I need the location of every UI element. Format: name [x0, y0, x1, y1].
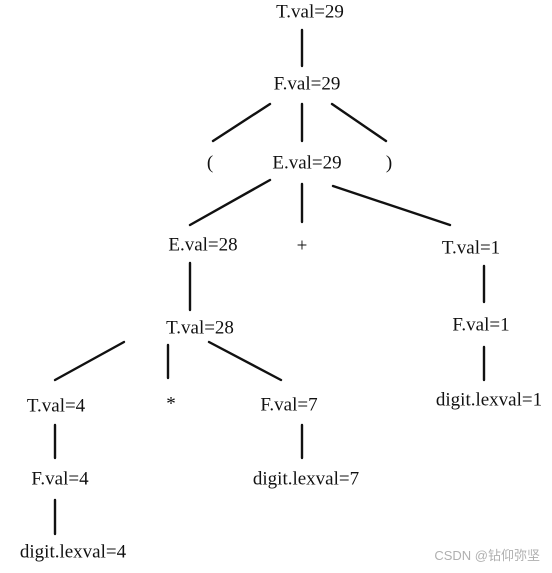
node-f-seven: F.val=7	[260, 394, 318, 416]
node-t-mid: T.val=28	[166, 317, 234, 339]
node-digit-four: digit.lexval=4	[19, 541, 127, 563]
node-plus: +	[296, 235, 308, 257]
edge-e-mid-to-e-left	[188, 178, 272, 227]
node-e-left: E.val=28	[168, 234, 238, 256]
edge-f-root-to-rparen	[330, 102, 388, 143]
edge-t-mid-to-f-seven	[207, 340, 283, 382]
node-f-four: F.val=4	[31, 468, 89, 490]
node-f-root: F.val=29	[273, 73, 341, 95]
node-f-right: F.val=1	[452, 314, 510, 336]
node-t-right: T.val=1	[441, 237, 501, 259]
node-lparen: (	[206, 152, 214, 174]
edge-e-mid-to-t-right	[331, 184, 452, 227]
node-star: *	[166, 393, 176, 415]
csdn-watermark: CSDN @钻仰弥坚	[434, 548, 540, 563]
node-digit-seven: digit.lexval=7	[252, 468, 360, 490]
edge-t-mid-to-t-left	[53, 340, 126, 382]
node-t-root: T.val=29	[276, 1, 344, 23]
node-e-mid: E.val=29	[272, 152, 342, 174]
node-t-left: T.val=4	[26, 395, 86, 417]
edge-f-root-to-lparen	[211, 102, 272, 143]
node-rparen: )	[385, 152, 393, 174]
node-digit-one: digit.lexval=1	[435, 389, 543, 411]
